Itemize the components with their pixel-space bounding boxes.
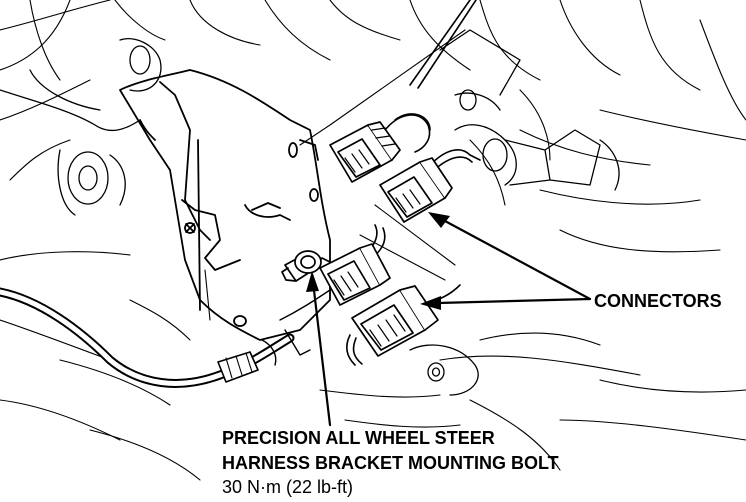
callout-leaders — [311, 219, 592, 427]
torque-spec: 30 N·m (22 lb-ft) — [222, 477, 354, 497]
wire-harness — [0, 287, 331, 388]
connector-b — [379, 157, 453, 223]
background-chassis-lines — [0, 0, 746, 481]
left-housing — [0, 38, 162, 216]
connectors-callout: CONNECTORS — [594, 291, 722, 311]
connector-c — [314, 243, 391, 306]
mounting-bolt — [281, 250, 322, 282]
connector-grouping-lines — [204, 29, 466, 321]
harness-bracket — [119, 69, 331, 341]
callout-arrowheads — [306, 212, 450, 310]
connector-pigtails — [345, 0, 481, 366]
bolt-callout-line-2: HARNESS BRACKET MOUNTING BOLT — [222, 453, 559, 473]
connector-a — [329, 121, 401, 183]
bolt-callout-line-1: PRECISION ALL WHEEL STEER — [222, 428, 495, 448]
right-shaft-assembly — [409, 29, 620, 396]
connector-d — [351, 285, 439, 357]
